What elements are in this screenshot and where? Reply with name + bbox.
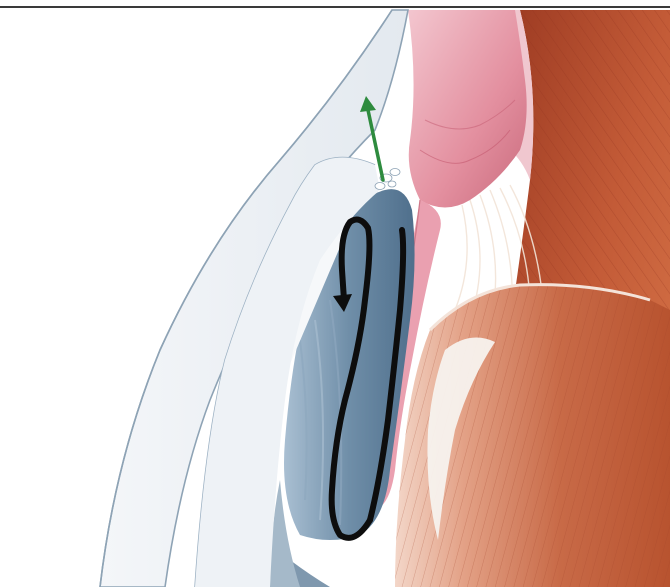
ciliary-body bbox=[408, 10, 527, 208]
trabecular-meshwork bbox=[375, 169, 400, 190]
